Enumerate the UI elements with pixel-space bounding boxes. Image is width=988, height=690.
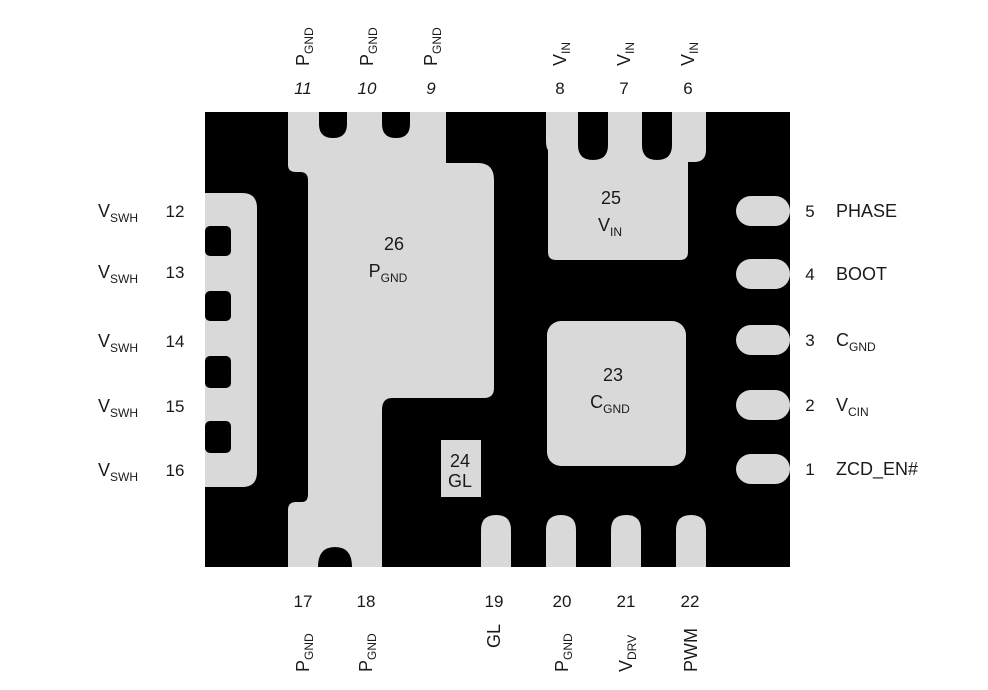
pin-1-pad	[736, 454, 790, 484]
pin-22-number: 22	[681, 592, 700, 611]
pin-16-number: 16	[166, 461, 185, 480]
pin-20-number: 20	[553, 592, 572, 611]
pin-14-name: VSWH	[98, 331, 138, 355]
pad-25-number: 25	[601, 188, 621, 208]
pin-13-name: VSWH	[98, 262, 138, 286]
pin-2-number: 2	[805, 396, 814, 415]
pin-19-name: GL	[484, 624, 504, 648]
pin-19-pad	[481, 515, 511, 567]
pad-26-number: 26	[384, 234, 404, 254]
pin-16-name: VSWH	[98, 460, 138, 484]
pin-5-name: PHASE	[836, 201, 897, 221]
bottom-pin-labels: 17 18 19 20 21 22 PGND PGND GL PGND VDRV…	[293, 592, 701, 672]
pin-11-name: PGND	[293, 27, 316, 66]
pad-25-vin	[546, 112, 706, 260]
package-body	[205, 112, 790, 567]
pin-15-number: 15	[166, 397, 185, 416]
pin-2-name: VCIN	[836, 395, 869, 419]
pin-22-name: PWM	[681, 628, 701, 672]
pad-24-number: 24	[450, 451, 470, 471]
top-pin-labels: 11 10 9 8 7 6 PGND PGND PGND VIN VIN VIN	[293, 27, 701, 98]
pin-3-number: 3	[805, 331, 814, 350]
pad-24-gl	[441, 440, 481, 497]
pin-4-number: 4	[805, 265, 814, 284]
pin-10-name: PGND	[357, 27, 380, 66]
pin-12-name: VSWH	[98, 201, 138, 225]
pin-1-number: 1	[805, 460, 814, 479]
pad-24-label: GL	[448, 471, 472, 491]
pin-18-number: 18	[357, 592, 376, 611]
pin-21-pad	[611, 515, 641, 567]
pin-3-name: CGND	[836, 330, 876, 354]
pin-7-name: VIN	[614, 42, 637, 66]
pin-2-pad	[736, 390, 790, 420]
pin-1-name: ZCD_EN#	[836, 459, 918, 480]
pad-25-label: VIN	[598, 215, 622, 239]
pin-17-name: PGND	[293, 633, 316, 672]
pin-21-name: VDRV	[616, 635, 639, 672]
pin-19-number: 19	[485, 592, 504, 611]
pin-4-pad	[736, 259, 790, 289]
pin-8-name: VIN	[550, 42, 573, 66]
pin-18-name: PGND	[356, 633, 379, 672]
pin-5-pad	[736, 196, 790, 226]
pin-6-number: 6	[683, 79, 692, 98]
pin-3-pad	[736, 325, 790, 355]
pad-26-pgnd	[288, 112, 494, 567]
pin-6-name: VIN	[678, 42, 701, 66]
pin-9-name: PGND	[421, 27, 444, 66]
pad-23-cgnd	[547, 321, 686, 466]
pin-17-number: 17	[294, 592, 313, 611]
pad-vswh-comb	[205, 193, 257, 487]
pin-20-name: PGND	[552, 633, 575, 672]
pad-26-label: PGND	[369, 261, 408, 285]
pin-20-pad	[546, 515, 576, 567]
left-pin-labels: VSWH 12 VSWH 13 VSWH 14 VSWH 15 VSWH 16	[98, 201, 184, 484]
pad-23-number: 23	[603, 365, 623, 385]
pin-4-name: BOOT	[836, 264, 887, 284]
pin-14-number: 14	[166, 332, 185, 351]
pin-7-number: 7	[619, 79, 628, 98]
pin-21-number: 21	[617, 592, 636, 611]
pin-5-number: 5	[805, 202, 814, 221]
pad-23-label: CGND	[590, 392, 630, 416]
pin-15-name: VSWH	[98, 396, 138, 420]
pin-8-number: 8	[555, 79, 564, 98]
pin-11-number: 11	[294, 79, 312, 98]
pin-12-number: 12	[166, 202, 185, 221]
pin-9-number: 9	[426, 79, 436, 98]
right-pin-labels: 5 PHASE 4 BOOT 3 CGND 2 VCIN 1 ZCD_EN#	[805, 201, 918, 480]
pin-13-number: 13	[166, 263, 185, 282]
pin-10-number: 10	[358, 79, 377, 98]
pin-22-pad	[676, 515, 706, 567]
